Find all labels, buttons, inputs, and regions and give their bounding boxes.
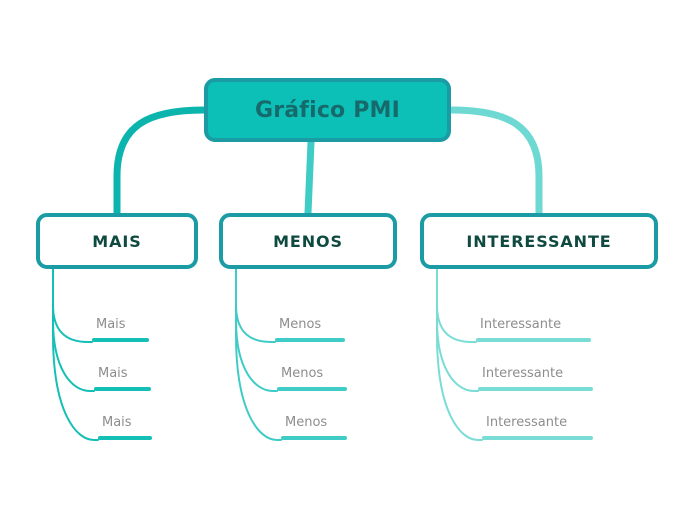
edge-interessante-leaf-1 (436, 268, 477, 343)
edge-mais-leaf-3 (52, 268, 99, 441)
leaf-node[interactable]: Mais (94, 365, 151, 391)
leaf-underline (98, 436, 152, 440)
leaf-node-label: Interessante (480, 317, 562, 332)
leaf-node[interactable]: Interessante (482, 414, 593, 440)
edge-root-to-interessante (447, 106, 543, 217)
branch-node-mais[interactable]: MAIS (36, 213, 198, 269)
leaf-underline (482, 436, 593, 440)
edge-menos-leaf-3 (235, 268, 282, 441)
edge-mais-leaf-2 (52, 268, 95, 392)
leaf-node-label: Menos (279, 317, 322, 332)
branch-node-interessante[interactable]: INTERESSANTE (420, 213, 658, 269)
root-node[interactable]: Gráfico PMI (204, 78, 451, 142)
leaf-node-label: Mais (98, 366, 128, 381)
leaf-node[interactable]: Menos (275, 316, 345, 342)
leaf-node[interactable]: Menos (281, 414, 347, 440)
leaf-node-label: Mais (96, 317, 126, 332)
leaf-underline (275, 338, 345, 342)
branch-node-label: MENOS (273, 231, 343, 251)
branch-node-menos[interactable]: MENOS (219, 213, 397, 269)
leaf-underline (92, 338, 149, 342)
leaf-node[interactable]: Mais (98, 414, 152, 440)
edge-interessante-leaf-3 (436, 268, 483, 441)
leaf-underline (277, 387, 347, 391)
leaf-node[interactable]: Menos (277, 365, 347, 391)
edge-menos-leaf-2 (235, 268, 278, 392)
leaf-node-label: Menos (281, 366, 324, 381)
leaf-underline (94, 387, 151, 391)
branch-node-label: MAIS (92, 231, 142, 251)
edge-mais-leaf-1 (52, 268, 93, 343)
leaf-underline (478, 387, 593, 391)
leaf-node[interactable]: Interessante (478, 365, 593, 391)
leaf-underline (476, 338, 591, 342)
edge-menos-leaf-1 (235, 268, 276, 343)
edge-root-to-mais (113, 106, 208, 217)
edge-root-to-menos (304, 138, 315, 217)
branch-node-label: INTERESSANTE (466, 231, 612, 251)
leaf-node-label: Interessante (482, 366, 564, 381)
leaf-node-label: Menos (285, 415, 328, 430)
leaf-node-label: Interessante (486, 415, 568, 430)
leaf-underline (281, 436, 347, 440)
edge-interessante-leaf-2 (436, 268, 479, 392)
leaf-node-label: Mais (102, 415, 132, 430)
leaf-node[interactable]: Interessante (476, 316, 591, 342)
root-node-label: Gráfico PMI (254, 97, 401, 123)
leaf-node[interactable]: Mais (92, 316, 149, 342)
